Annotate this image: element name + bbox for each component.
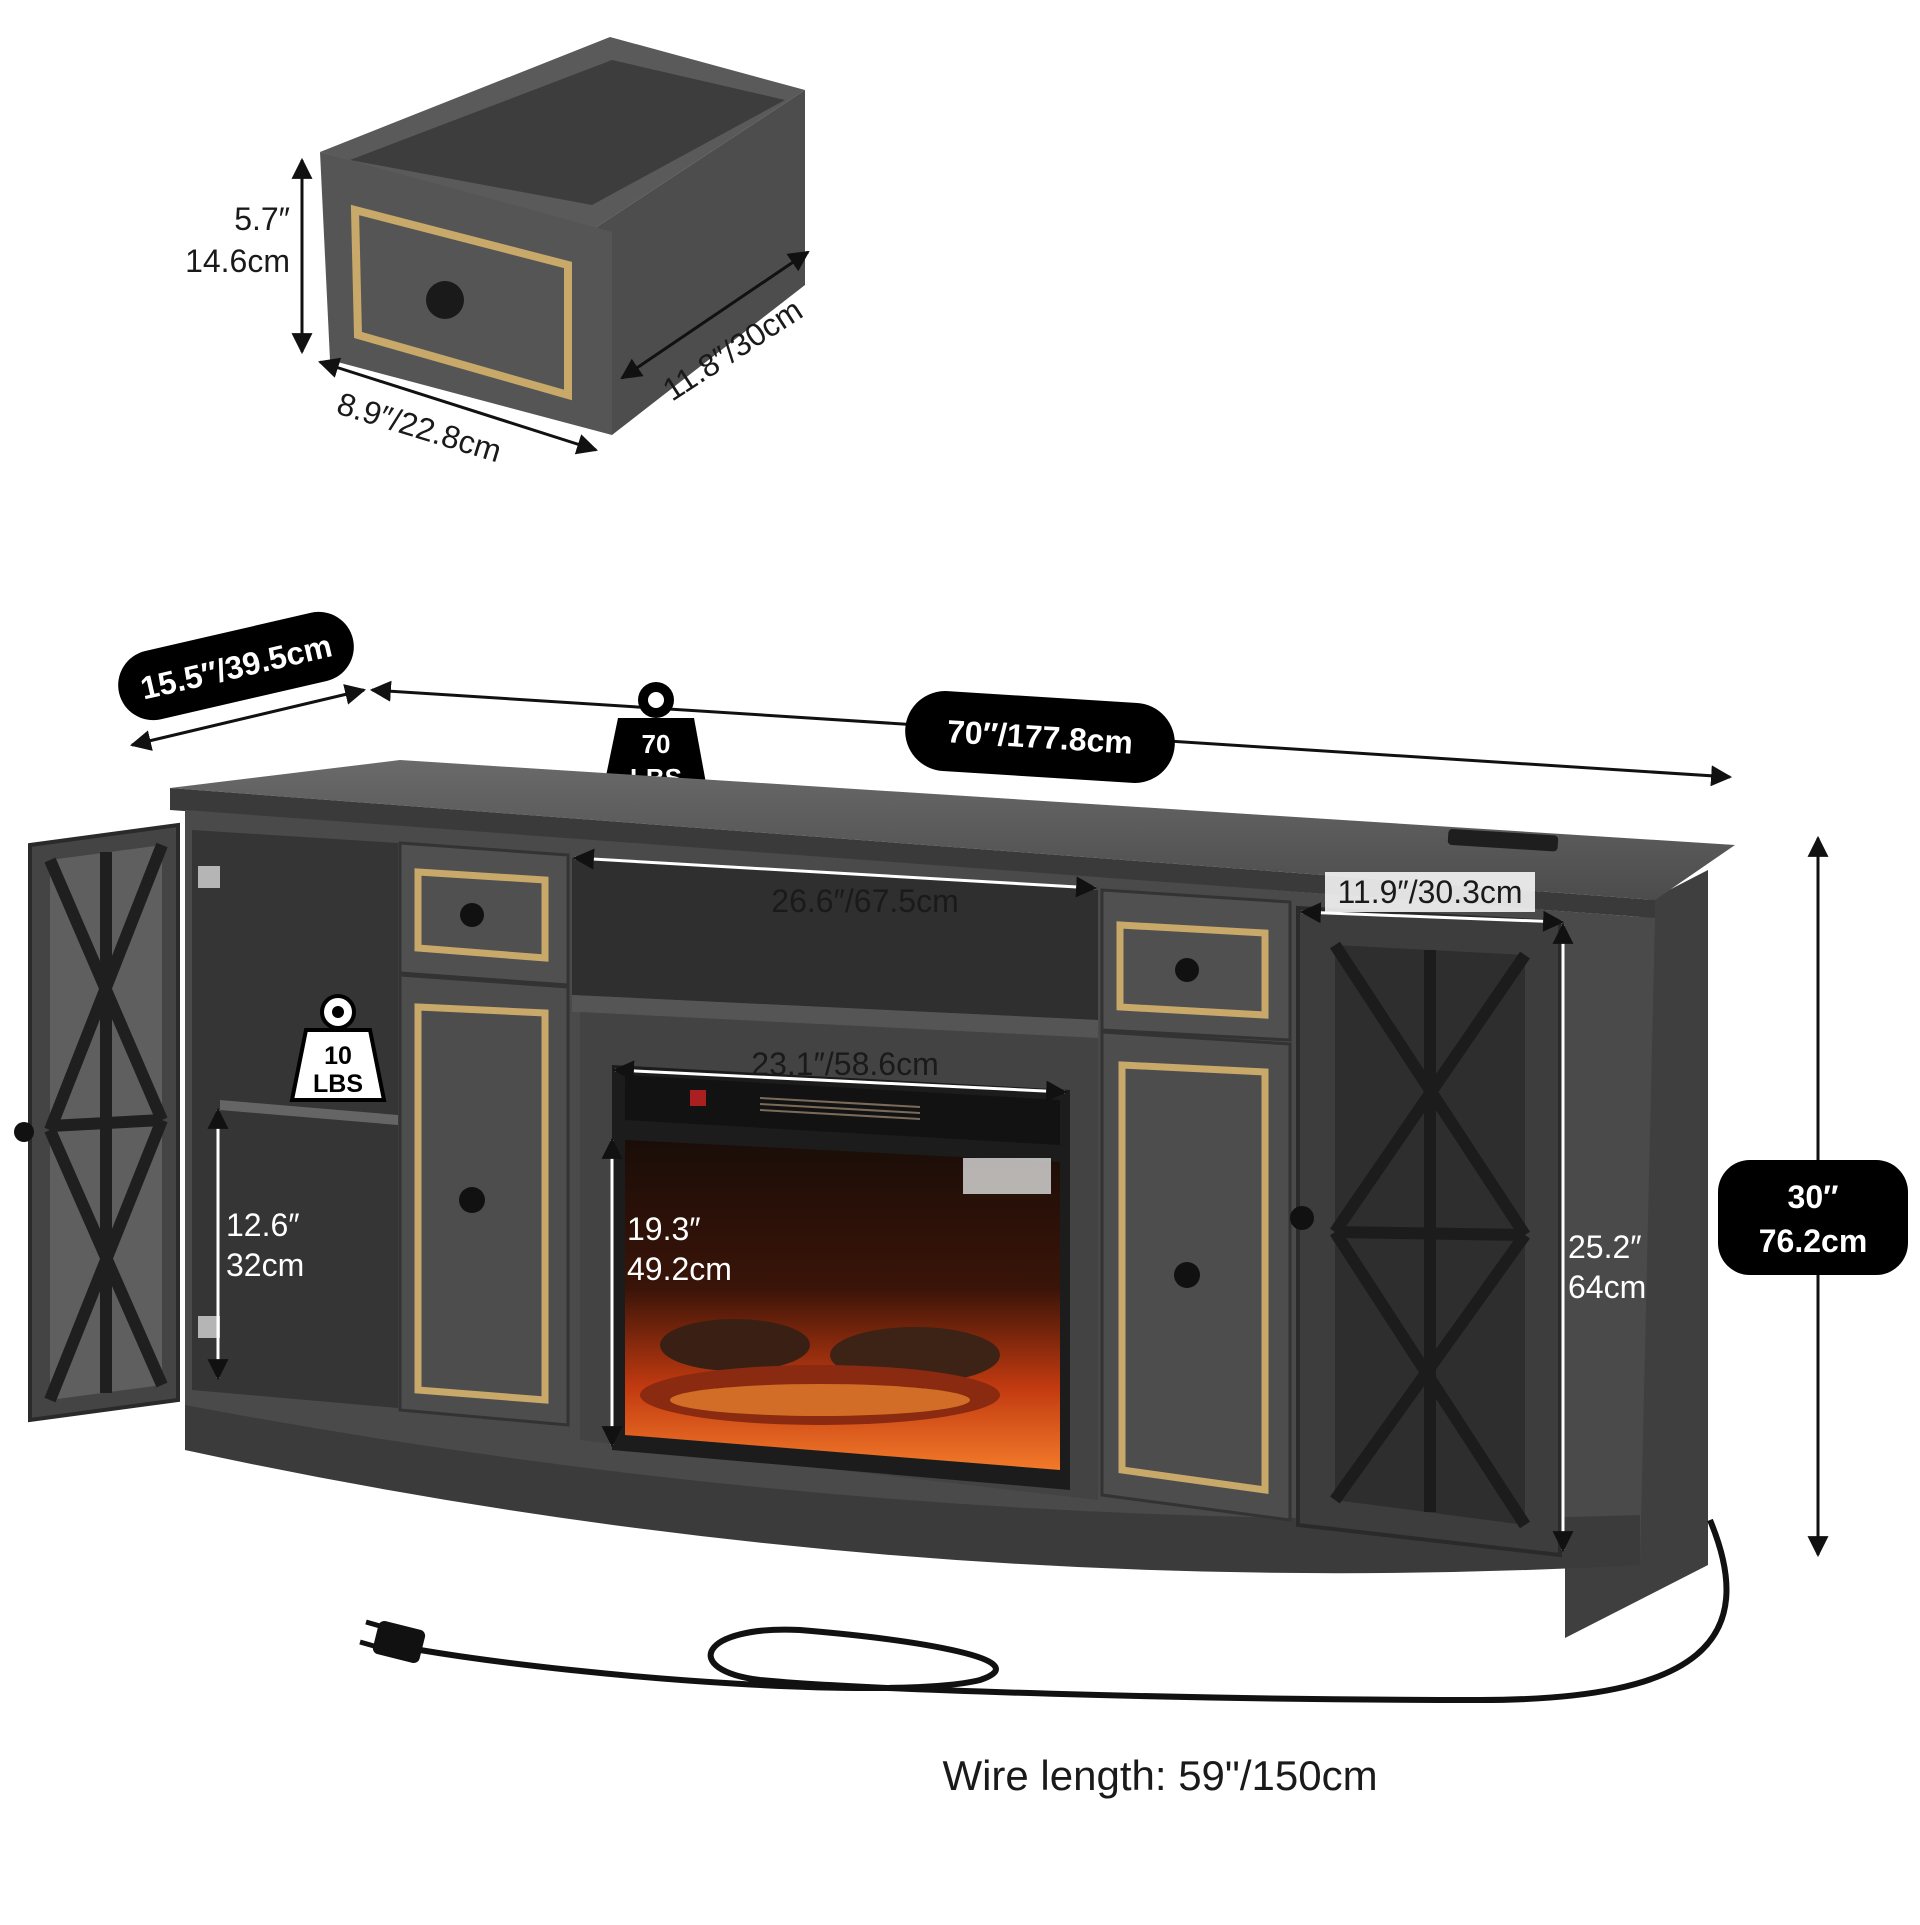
right-small-drawer-trim <box>1116 921 1269 1019</box>
length-pill: 70″/177.8cm <box>905 691 1175 783</box>
plug-prong-bottom <box>359 1639 375 1649</box>
open-shelf-arrow <box>572 848 1098 898</box>
right-small-drawer-knob <box>1175 958 1199 982</box>
top-weight-value: 70 <box>642 729 671 759</box>
plug-prong-top <box>365 1619 381 1629</box>
fireplace-logs <box>640 1319 1000 1425</box>
right-door-knob <box>1290 1206 1314 1230</box>
drawer-height-label: 5.7″ <box>234 201 290 237</box>
center-shelf-board <box>572 995 1098 1038</box>
hinge-top <box>198 866 220 888</box>
cabinet-height-cm-label: 64cm <box>1568 1269 1646 1305</box>
cabinet-height-label: 25.2″ <box>1568 1229 1642 1265</box>
shelf-height-label: 12.6″ <box>226 1207 300 1243</box>
shelf-weight-value: 10 <box>324 1042 352 1070</box>
drawer-knob <box>426 281 464 319</box>
power-cord <box>359 1518 1730 1704</box>
power-outlet <box>1447 828 1559 852</box>
stand-apron <box>185 1405 1640 1574</box>
open-shelf-label: 26.6″/67.5cm <box>771 883 958 919</box>
drawer-width-arrow <box>317 357 599 455</box>
fireplace-width-label: 23.1″/58.6cm <box>751 1046 938 1082</box>
left-tall-door-trim <box>414 1003 549 1404</box>
drawer-depth-arrow <box>620 250 810 380</box>
drawer-illustration <box>320 37 805 435</box>
left-door-x-frame <box>44 842 168 1403</box>
stand-top <box>170 760 1735 900</box>
total-height-cm-label: 76.2cm <box>1759 1223 1868 1259</box>
cabinet-width-label-bg <box>1325 872 1535 912</box>
left-tall-door-knob <box>459 1187 485 1213</box>
cabinet-width-label: 11.9″/30.3cm <box>1337 874 1522 910</box>
shelf-weight-icon: 10 LBS <box>289 994 387 1102</box>
drawer-height-cm-label: 14.6cm <box>185 243 290 279</box>
drawer-inner <box>350 60 785 205</box>
left-cabinet-interior <box>192 830 398 1408</box>
glass-shelf <box>220 1100 398 1125</box>
left-small-drawer-knob <box>460 903 484 927</box>
left-small-drawer-trim <box>414 868 549 962</box>
right-door-x-frame <box>1329 941 1531 1529</box>
shelf-weight-unit: LBS <box>313 1070 363 1098</box>
fireplace-width-arrow <box>612 1060 1068 1102</box>
cabinet-width-arrow <box>1299 902 1565 932</box>
wire-length-label: Wire length: 59"/150cm <box>942 1752 1377 1799</box>
depth-arrow <box>129 684 367 751</box>
plug-icon <box>372 1620 426 1664</box>
depth-pill: 15.5″/39.5cm <box>118 611 354 721</box>
total-height-in-label: 30″ <box>1788 1179 1839 1215</box>
total-height-pill: 30″ 76.2cm <box>1718 1160 1908 1275</box>
shelf-height-cm-label: 32cm <box>226 1247 304 1283</box>
right-tall-door-knob <box>1174 1262 1200 1288</box>
fireplace-height-label: 19.3″ <box>627 1211 701 1247</box>
power-indicator-icon <box>690 1090 706 1106</box>
left-door-knob <box>14 1122 34 1142</box>
cord-line <box>419 1518 1730 1704</box>
right-tall-door-trim <box>1118 1061 1269 1495</box>
warning-label <box>963 1158 1051 1194</box>
fireplace-height-cm-label: 49.2cm <box>627 1251 732 1287</box>
center-open-shelf <box>572 858 1098 1020</box>
